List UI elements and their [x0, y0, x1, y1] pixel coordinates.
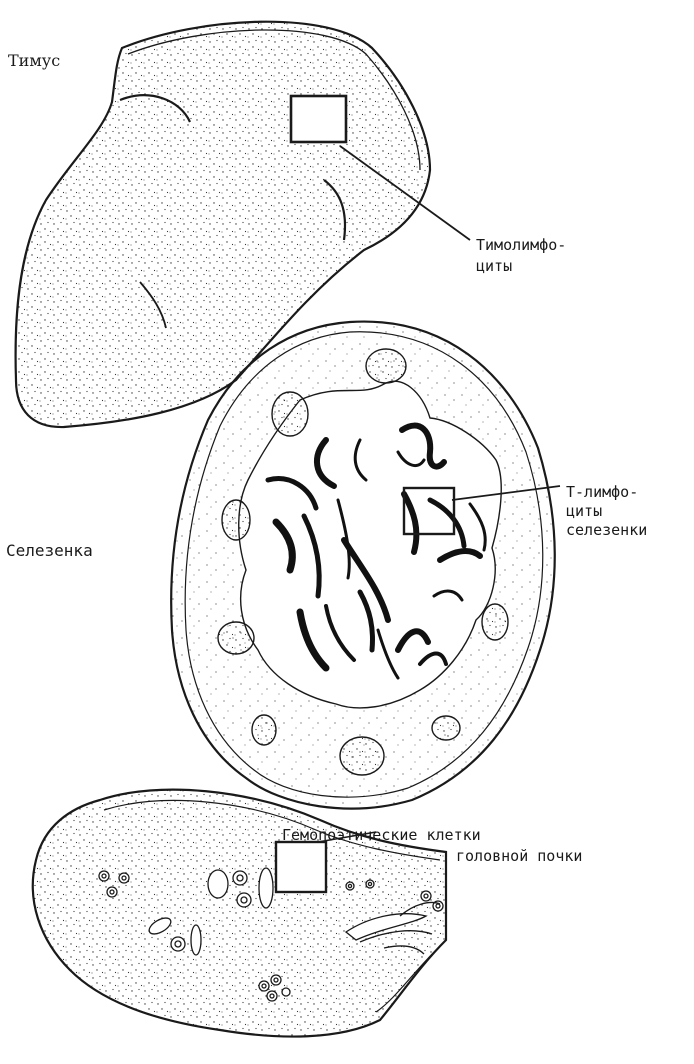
head-kidney-highlight-box: [276, 842, 326, 892]
hemopoietic-cells-label-line2: головной почки: [456, 848, 582, 865]
thymus-highlight-box: [291, 96, 346, 142]
spleen-t-lymphocytes-label-line1: Т-лимфо-: [566, 484, 638, 501]
spleen-label: Селезенка: [6, 542, 93, 559]
hemopoietic-cells-label-line1: Гемопоэтические клетки: [282, 827, 481, 844]
spleen-organ: [171, 322, 560, 809]
thymus-label: Тимус: [8, 52, 60, 69]
spleen-t-lymphocytes-label-line3: селезенки: [566, 522, 647, 539]
thymolymphocytes-label-line2: циты: [476, 258, 512, 275]
thymolymphocytes-label-line1: Тимолимфо-: [476, 237, 566, 254]
spleen-t-lymphocytes-label-line2: циты: [566, 503, 602, 520]
